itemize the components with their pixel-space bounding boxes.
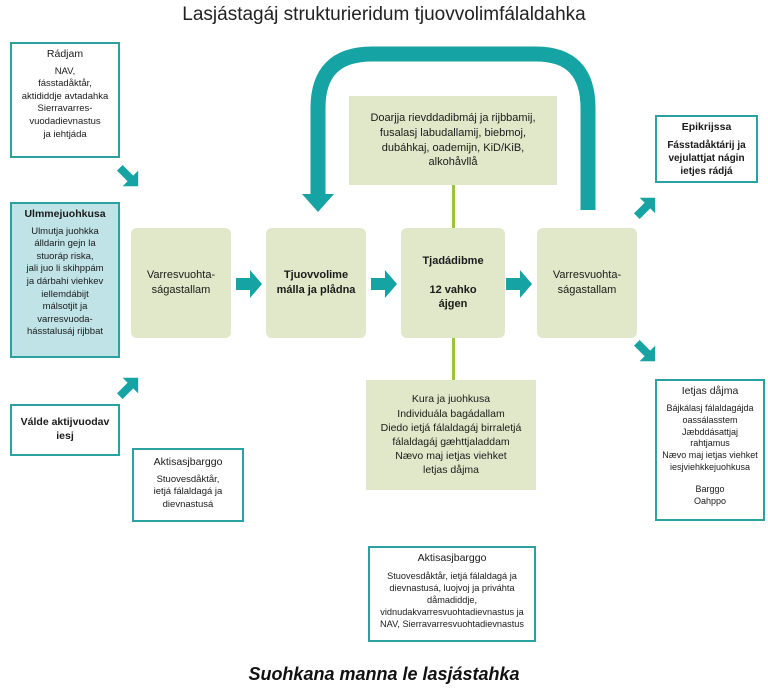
radjam-box: Rádjam NAV, fásstadåktår, aktididdje avt… <box>10 42 120 158</box>
aktisasj-big-line: Stuovesdåktår, ietjá fálaldagá ja <box>387 570 517 581</box>
ietjas-line: Bájkálasj fálaldagájda <box>666 402 754 413</box>
radjam-line: fásstadåktår, <box>38 78 92 90</box>
arrow-3 <box>506 270 532 298</box>
ietjas-line: oassálasstem <box>682 414 738 425</box>
aktisasj-big-line: dåmadiddje, <box>426 595 478 606</box>
step-tjuovvolime: Tjuovvolime málla ja plådna <box>266 228 366 338</box>
radjam-title: Rádjam <box>46 48 84 60</box>
aktisasj-big-box: Aktisasjbarggo Stuovesdåktår, ietjá fála… <box>368 546 536 642</box>
ietjas-line: Barggo <box>695 484 725 495</box>
arrow-up-right <box>116 377 139 400</box>
step3-line: ájgen <box>438 298 468 311</box>
ulmmejuohkusa-line: málsotjit ja <box>42 301 88 313</box>
epikrijssa-line: vejulattjat nágin <box>668 153 745 165</box>
step3-title: Tjadádibme <box>422 254 484 267</box>
aktisasj-small-line: Stuovesdåktår, <box>156 473 220 485</box>
aktisasj-small-box: Aktisasjbarggo Stuovesdåktår, ietjá fála… <box>132 448 244 522</box>
aktisasj-big-line: vidnudakvarresvuohtadievnastus ja <box>380 607 524 618</box>
ietjas-line: Oahppo <box>693 495 727 506</box>
ietjas-line: iesjviehkkejuohkusa <box>669 462 751 473</box>
arrow-2 <box>371 270 397 298</box>
top-info-box: Doarjja rievddadibmáj ja rijbbamij, fusa… <box>349 96 557 185</box>
top-info-line: dubáhkaj, oademijn, KiD/KiB, <box>381 141 525 154</box>
ietjas-line: Jæbddásattjaj rahtjamus <box>681 426 739 449</box>
step4-line: Varresvuohta- <box>552 269 622 282</box>
epikrijssa-line: Fásstadåktárij ja <box>667 139 746 151</box>
ulmmejuohkusa-line: jali juo li skihppám <box>26 263 104 275</box>
loop-arrow-head <box>302 194 334 212</box>
step1-line: Varresvuohta- <box>146 269 216 282</box>
radjam-line: ja iehtjáda <box>43 128 87 140</box>
bottom-info-line: Individuála bagádallam <box>397 407 505 420</box>
step3-line: 12 vahko <box>429 283 477 296</box>
ulmmejuohkusa-line: stuoráp riska, <box>36 250 94 262</box>
step-tjadadibme: Tjadádibme 12 vahko ájgen <box>401 228 505 338</box>
ulmmejuohkusa-line: varresvuoda- <box>37 313 93 325</box>
radjam-line: NAV, <box>54 65 76 77</box>
radjam-line: aktididdje avtadahka <box>21 90 109 102</box>
ietjas-line: Nævo maj ietjas viehket <box>662 450 758 461</box>
aktisasj-big-line: NAV, Sierravarresvuohtadievnastus <box>379 619 524 630</box>
loop-arrow <box>310 46 596 210</box>
arrow-out-down-right <box>633 339 656 362</box>
step-varresvuohta-2: Varresvuohta- ságastallam <box>537 228 637 338</box>
diagram-title: Lasjástagáj strukturieridum tjuovvolimfá… <box>182 4 586 25</box>
ulmmejuohkusa-title: Ulmmejuohkusa <box>24 208 106 220</box>
diagram-caption: Suohkana manna le lasjástahka <box>248 664 520 684</box>
ietjas-line <box>662 474 758 484</box>
ulmmejuohkusa-line: hásstalusáj rijbbat <box>26 326 104 338</box>
ulmmejuohkusa-line: álldarin gejn la <box>34 238 96 250</box>
epikrijssa-box: Epikrijssa Fásstadåktárij ja vejulattjat… <box>655 115 758 183</box>
ietjas-dajma-title: Ietjas dåjma <box>681 385 739 397</box>
bottom-info-line: Kura ja juohkusa <box>411 393 491 406</box>
aktisasj-big-line: dievnastusá, luojvoj ja priváhta <box>389 583 515 593</box>
epikrijssa-title: Epikrijssa <box>681 121 732 133</box>
step1-line: ságastallam <box>151 284 211 296</box>
epikrijssa-line: ietjes rádjá <box>680 166 733 178</box>
valde-line: Válde aktijvuodav <box>20 416 110 429</box>
ietjas-dajma-box: Ietjas dåjma Bájkálasj fálaldagájda oass… <box>655 379 765 521</box>
valde-box: Válde aktijvuodav iesj <box>10 404 120 456</box>
step4-line: ságastallam <box>557 284 617 296</box>
top-info-line: Doarjja rievddadibmáj ja rijbbamij, <box>370 111 536 124</box>
connector-top <box>452 185 455 228</box>
top-info-line: fusalasj labudallamij, biebmoj, <box>379 126 527 139</box>
arrow-1 <box>236 270 262 298</box>
ulmmejuohkusa-line: iellemdábijt <box>41 288 89 300</box>
aktisasj-big-title: Aktisasjbarggo <box>417 552 487 564</box>
ulmmejuohkusa-line: Ulmutja juohkka <box>31 225 99 237</box>
radjam-line: vuodadievnastus <box>29 115 101 127</box>
step2-line: málla ja plådna <box>276 284 356 296</box>
bottom-info-line: fálaldagáj gæhttjaladdam <box>392 436 510 448</box>
bottom-info-line: Diedo ietjá fálaldagáj birraletjá <box>380 421 522 434</box>
bottom-info-line: letjas dåjma <box>422 464 480 477</box>
aktisasj-small-line: ietjá fálaldagá ja <box>153 486 223 498</box>
arrow-out-up-right <box>633 197 656 220</box>
radjam-line: Sierravarres- <box>37 103 93 115</box>
aktisasj-small-line: dievnastusá <box>162 498 214 510</box>
ulmmejuohkusa-line: ja dárbahi viehkev <box>26 275 104 287</box>
valde-line: iesj <box>56 430 74 442</box>
bottom-info-box: Kura ja juohkusa Individuála bagádallam … <box>366 380 536 490</box>
arrow-down-right <box>116 164 139 187</box>
aktisasj-small-title: Aktisasjbarggo <box>153 456 223 468</box>
ulmmejuohkusa-box: Ulmmejuohkusa Ulmutja juohkka álldarin g… <box>10 202 120 358</box>
top-info-line: alkohåvllå <box>428 156 478 169</box>
step-varresvuohta-1: Varresvuohta- ságastallam <box>131 228 231 338</box>
bottom-info-line: Nævo maj ietjas viehket <box>395 450 507 463</box>
connector-bottom <box>452 338 455 380</box>
step2-line: Tjuovvolime <box>283 269 349 282</box>
